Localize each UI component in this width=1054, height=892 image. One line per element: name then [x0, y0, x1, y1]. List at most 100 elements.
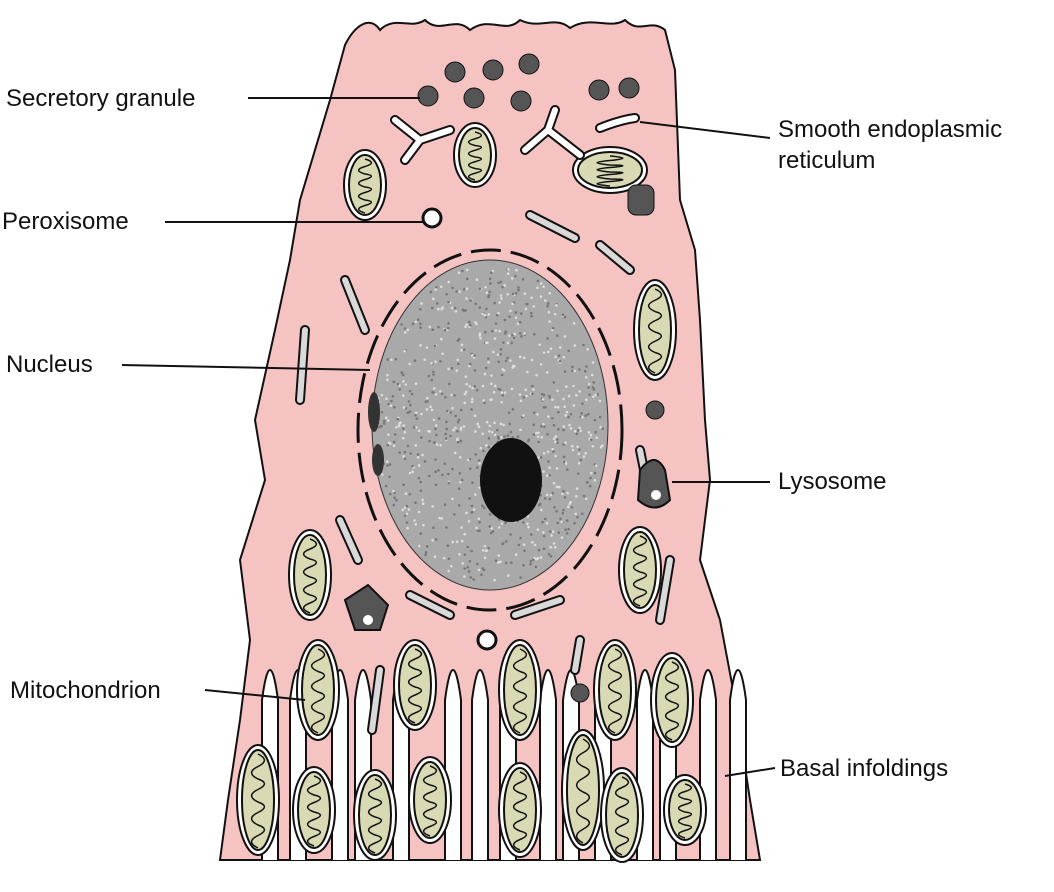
chromatin-speck [478, 520, 481, 524]
chromatin-speck [487, 357, 490, 360]
chromatin-speck [563, 335, 567, 338]
chromatin-speck [579, 458, 583, 462]
chromatin-speck [388, 475, 391, 479]
chromatin-speck [419, 436, 423, 439]
chromatin-speck [540, 435, 544, 439]
chromatin-speck [567, 505, 570, 509]
chromatin-speck [570, 506, 574, 509]
chromatin-speck [478, 462, 481, 465]
chromatin-speck [477, 517, 481, 521]
chromatin-speck [540, 508, 543, 512]
chromatin-speck [499, 422, 503, 426]
chromatin-speck [392, 503, 396, 507]
rough-er [297, 327, 308, 403]
chromatin-speck [558, 346, 562, 349]
chromatin-speck [506, 292, 510, 296]
chromatin-speck [495, 428, 499, 432]
chromatin-speck [390, 358, 393, 362]
chromatin-speck [395, 425, 398, 429]
chromatin-speck [441, 306, 444, 309]
chromatin-speck [575, 393, 578, 397]
chromatin-speck [557, 485, 561, 489]
chromatin-speck [585, 375, 588, 379]
chromatin-speck [557, 531, 561, 534]
chromatin-speck [530, 358, 534, 362]
chromatin-speck [523, 292, 527, 295]
chromatin-speck [408, 410, 412, 413]
chromatin-speck [532, 305, 536, 308]
cristae [647, 288, 663, 374]
chromatin-speck [488, 424, 492, 428]
chromatin-speck [420, 412, 423, 416]
chromatin-speck [499, 280, 503, 284]
chromatin-speck [564, 462, 568, 465]
chromatin-speck [439, 360, 442, 363]
chromatin-speck [518, 393, 522, 396]
chromatin-speck [593, 418, 597, 422]
chromatin-speck [451, 497, 454, 501]
peroxisome [476, 629, 498, 651]
chromatin-speck [475, 278, 479, 281]
chromatin-speck [428, 325, 432, 329]
chromatin-speck [601, 427, 605, 431]
chromatin-speck [576, 515, 579, 519]
chromatin-speck [527, 525, 530, 529]
chromatin-speck [451, 540, 455, 544]
chromatin-speck [507, 411, 511, 415]
chromatin-speck [545, 371, 549, 374]
chromatin-speck [410, 392, 414, 396]
chromatin-speck [533, 332, 536, 336]
chromatin-speck [493, 433, 497, 437]
chromatin-speck [586, 412, 590, 416]
chromatin-speck [592, 388, 596, 391]
chromatin-speck [504, 521, 507, 525]
chromatin-speck [552, 424, 556, 427]
chromatin-speck [460, 348, 463, 352]
chromatin-speck [509, 430, 513, 434]
chromatin-speck [546, 450, 550, 454]
chromatin-speck [508, 422, 512, 426]
chromatin-speck [476, 529, 480, 533]
chromatin-speck [406, 328, 410, 332]
mitochondrion [293, 534, 327, 616]
chromatin-speck [481, 549, 485, 552]
chromatin-speck [470, 408, 473, 411]
chromatin-speck [480, 573, 483, 576]
lysosome [343, 583, 390, 631]
chromatin-speck [546, 474, 549, 477]
chromatin-speck [572, 404, 576, 407]
chromatin-speck [386, 419, 390, 422]
chromatin-speck [402, 424, 406, 427]
chromatin-speck [398, 388, 402, 391]
chromatin-speck [501, 285, 504, 289]
chromatin-speck [581, 415, 584, 419]
chromatin-speck [445, 292, 448, 296]
chromatin-speck [577, 461, 581, 465]
chromatin-speck [480, 504, 484, 508]
chromatin-speck [525, 302, 529, 306]
chromatin-speck [386, 443, 390, 447]
chromatin-speck [592, 395, 595, 399]
cristae [422, 765, 438, 837]
chromatin-speck [445, 409, 449, 413]
chromatin-speck [488, 290, 492, 294]
chromatin-speck [575, 487, 579, 490]
secretory-granule [510, 90, 532, 112]
label-lysosome: Lysosome [778, 468, 887, 495]
chromatin-speck [564, 414, 568, 417]
chromatin-speck [552, 381, 556, 384]
chromatin-speck [485, 420, 489, 424]
label-smooth-er-line2: reticulum [778, 147, 876, 174]
chromatin-speck [552, 542, 556, 545]
chromatin-speck [435, 302, 439, 305]
chromatin-speck [501, 394, 504, 397]
chromatin-speck [563, 315, 567, 319]
chromatin-speck [391, 395, 395, 398]
chromatin-speck [409, 403, 412, 407]
chromatin-speck [466, 545, 470, 549]
chromatin-speck [432, 526, 435, 529]
mitochondrion [297, 771, 331, 849]
chromatin-speck [555, 509, 558, 513]
chromatin-speck [458, 456, 462, 459]
chromatin-speck [469, 299, 472, 302]
